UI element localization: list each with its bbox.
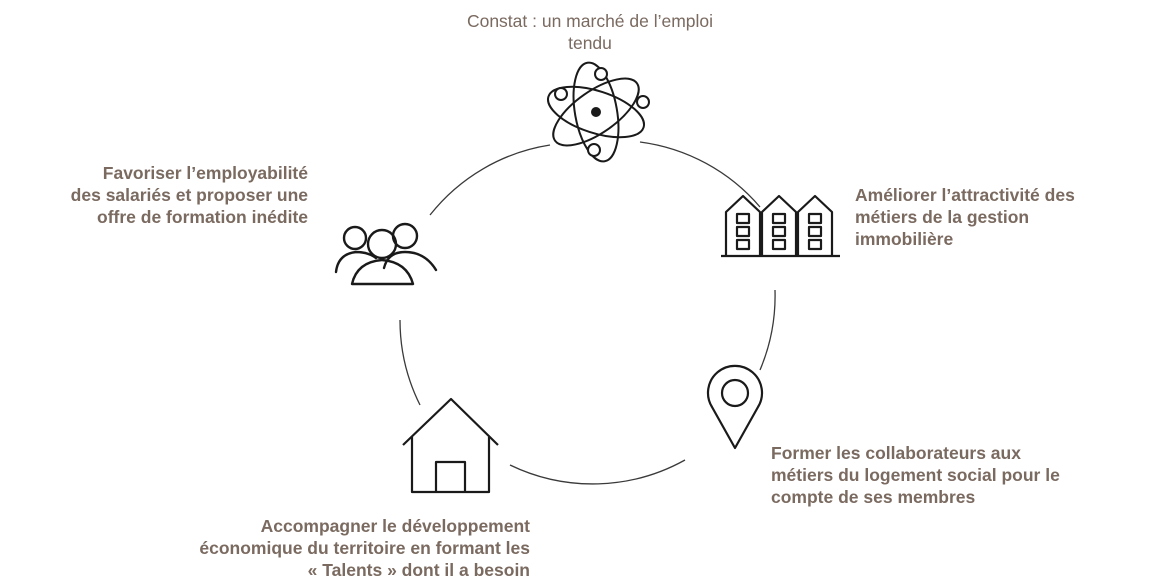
ring-arc-left <box>399 319 421 406</box>
ring-arc-right <box>759 289 776 371</box>
node-label-bottom-right: Former les collaborateurs aux métiers du… <box>771 442 1146 508</box>
ring-arc-top-left <box>429 144 551 216</box>
label-line: Accompagner le développement <box>260 516 530 536</box>
node-label-top: Constat : un marché de l’emploi tendu <box>380 10 800 54</box>
ring-arc-bottom <box>509 459 686 485</box>
cycle-ring <box>399 141 776 485</box>
label-line: métiers du logement social pour le <box>771 465 1060 485</box>
label-line: économique du territoire en formant les <box>199 538 530 558</box>
people-group-icon <box>334 222 438 286</box>
label-line: immobilière <box>855 229 954 249</box>
label-line: métiers de la gestion <box>855 207 1030 227</box>
map-pin-icon <box>706 364 764 450</box>
label-line: des salariés et proposer une <box>70 185 308 205</box>
label-line: Améliorer l’attractivité des <box>855 185 1075 205</box>
buildings-icon <box>721 194 840 258</box>
label-line: Former les collaborateurs aux <box>771 443 1021 463</box>
house-icon <box>402 397 499 494</box>
atom-icon <box>547 61 650 163</box>
label-line: tendu <box>568 33 612 53</box>
label-line: Constat : un marché de l’emploi <box>466 11 714 31</box>
label-line: offre de formation inédite <box>97 207 308 227</box>
label-line: compte de ses membres <box>771 487 976 507</box>
node-label-bottom-left: Accompagner le développement économique … <box>60 515 530 581</box>
label-line: « Talents » dont il a besoin <box>307 560 530 580</box>
node-label-left: Favoriser l’employabilité des salariés e… <box>0 162 308 228</box>
label-line: Favoriser l’employabilité <box>102 163 308 183</box>
node-label-right: Améliorer l’attractivité des métiers de … <box>855 184 1145 250</box>
ring-arc-top-right <box>639 141 761 208</box>
